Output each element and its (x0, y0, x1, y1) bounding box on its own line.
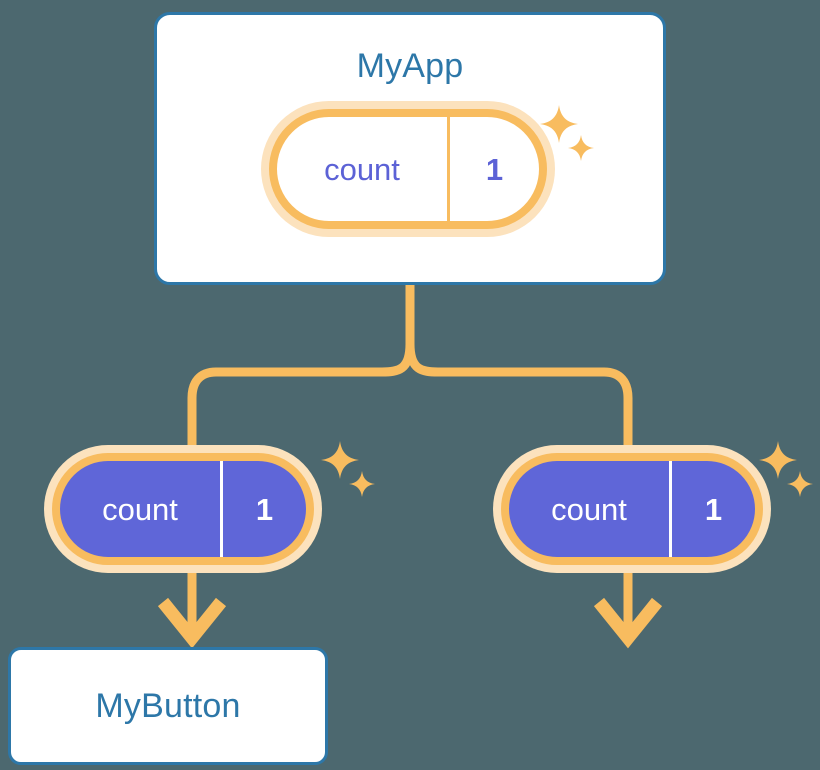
arrowhead-left (157, 597, 227, 649)
state-pill-myapp-wrapper: count 1 (269, 109, 547, 229)
connector-split-to-right-state (405, 343, 633, 462)
arrowhead-right (593, 597, 663, 649)
sparkle-small-icon (349, 471, 375, 497)
state-pill-mybutton-right-value: 1 (704, 491, 723, 527)
state-pill-myapp-divider (447, 117, 450, 221)
sparkle-large-icon (759, 441, 797, 479)
state-pill-mybutton-left-divider (220, 461, 223, 557)
state-pill-mybutton-right-key: count (551, 491, 627, 527)
state-pill-mybutton-left-value: 1 (255, 491, 274, 527)
component-title-myapp: MyApp (356, 47, 464, 85)
state-pill-mybutton-left-key: count (102, 491, 178, 527)
sparkle-large-icon (321, 441, 359, 479)
state-pill-myapp-value: 1 (485, 151, 504, 187)
state-pill-mybutton-right[interactable]: count 1 (501, 453, 763, 565)
state-pill-mybutton-left[interactable]: count 1 (52, 453, 314, 565)
component-title-mybutton-left: MyButton (95, 687, 241, 725)
state-pill-mybutton-left-wrapper: count 1 (52, 453, 314, 565)
sparkle-small-icon (787, 471, 813, 497)
state-pill-myapp[interactable]: count 1 (269, 109, 547, 229)
state-pill-myapp-key: count (324, 151, 400, 187)
component-card-mybutton-left[interactable]: MyButton (8, 647, 328, 765)
state-pill-mybutton-right-wrapper: count 1 (501, 453, 763, 565)
connector-split-to-left-state (187, 343, 415, 462)
state-pill-mybutton-right-divider (669, 461, 672, 557)
